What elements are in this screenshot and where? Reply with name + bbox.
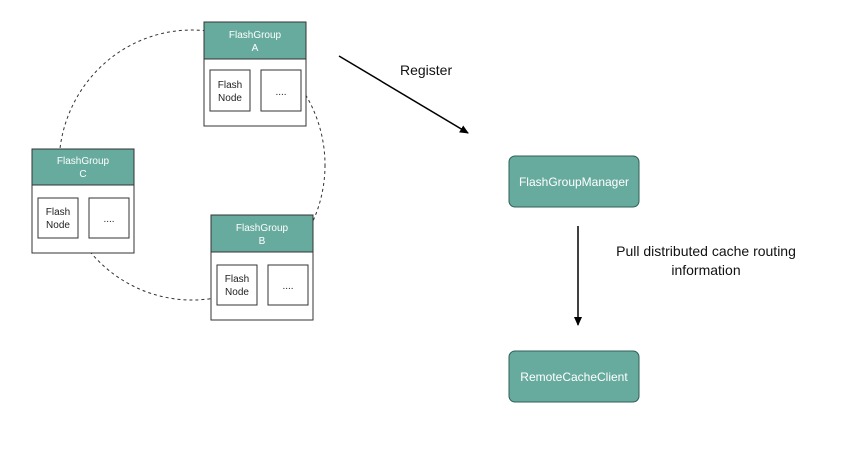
flashgroup-c[interactable]: FlashGroup C Flash Node .... — [31, 148, 135, 254]
flashgroup-manager-box — [508, 155, 640, 208]
flashgroup-c-flash-node-label2: Node — [46, 220, 70, 231]
flashgroup-a-header — [203, 21, 307, 60]
pull-label-line2: information — [671, 262, 740, 278]
flashgroup-a-more-box — [260, 69, 302, 112]
remote-cache-client-label: RemoteCacheClient — [520, 370, 628, 384]
flashgroup-a[interactable]: FlashGroup A Flash Node .... — [203, 21, 307, 127]
register-arrow — [338, 55, 469, 134]
flashgroup-c-more-box — [88, 197, 130, 239]
flashgroup-a-flash-node — [209, 69, 251, 112]
flashgroup-a-title: FlashGroup — [229, 30, 282, 41]
flashgroup-b-more: .... — [282, 281, 293, 292]
flashgroup-a-letter: A — [252, 43, 259, 54]
flashgroup-b[interactable]: FlashGroup B Flash Node .... — [210, 214, 314, 321]
flashgroup-a-more: .... — [275, 87, 286, 98]
flashgroup-c-title: FlashGroup — [57, 156, 110, 167]
flashgroup-c-header — [31, 148, 135, 186]
flashgroup-a-flash-node-label2: Node — [218, 93, 242, 104]
flashgroup-b-more-box — [267, 264, 309, 306]
flashgroup-c-flash-node — [37, 197, 79, 239]
remote-cache-client-box — [508, 350, 640, 403]
flashgroup-b-flash-node-label2: Node — [225, 287, 249, 298]
flashgroup-c-flash-node-label: Flash — [46, 207, 70, 218]
flashgroup-c-letter: C — [79, 169, 86, 180]
flashgroup-b-flash-node — [216, 264, 258, 306]
register-label: Register — [400, 62, 452, 78]
flashgroup-b-title: FlashGroup — [236, 223, 289, 234]
pull-label-line1: Pull distributed cache routing — [616, 243, 796, 259]
flashgroup-c-more: .... — [103, 214, 114, 225]
flashgroup-b-letter: B — [259, 236, 266, 247]
flashgroup-b-header — [210, 214, 314, 253]
flashgroup-manager[interactable]: FlashGroupManager — [508, 155, 640, 208]
flashgroup-manager-label: FlashGroupManager — [519, 175, 629, 189]
flashgroup-b-flash-node-label: Flash — [225, 274, 249, 285]
remote-cache-client[interactable]: RemoteCacheClient — [508, 350, 640, 403]
flashgroup-a-flash-node-label: Flash — [218, 80, 242, 91]
